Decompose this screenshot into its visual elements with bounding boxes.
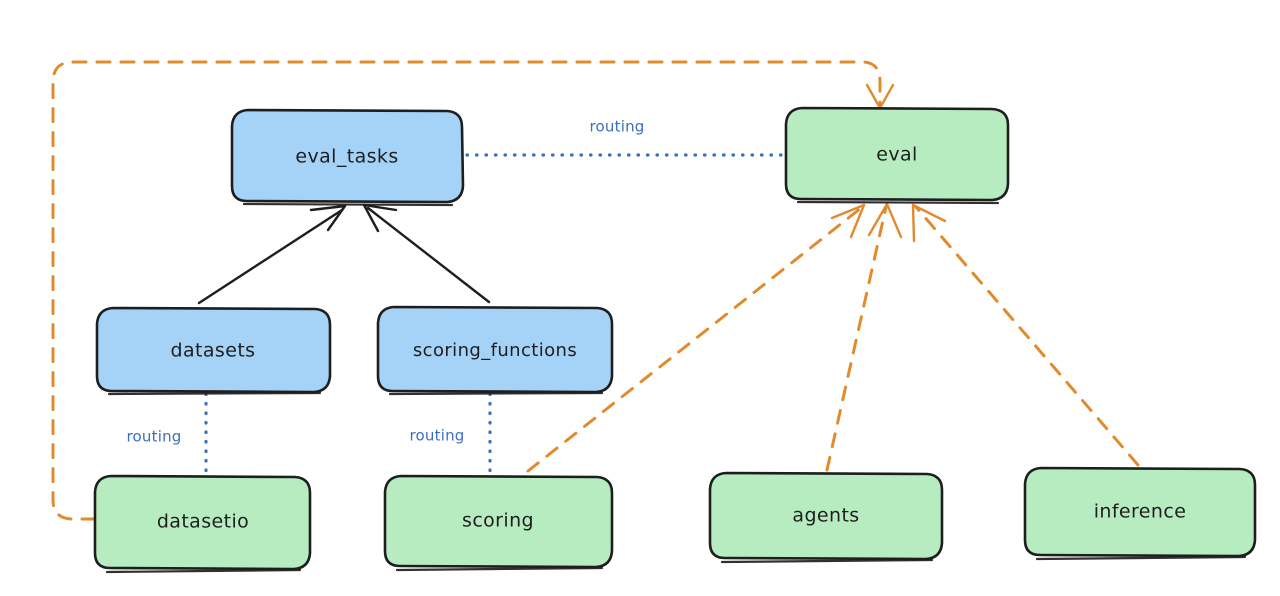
node-inference[interactable]: inference	[1023, 466, 1257, 561]
node-label: agents	[792, 505, 859, 527]
edge-inference-to-eval	[911, 203, 1140, 467]
node-label: scoring_functions	[413, 340, 577, 361]
node-label: inference	[1094, 501, 1187, 523]
node-eval[interactable]: eval	[784, 106, 1010, 205]
edge-scoring-functions-to-eval-tasks	[362, 203, 491, 304]
node-scoring[interactable]: scoring	[383, 474, 614, 572]
edge-layer	[51, 60, 1140, 521]
node-agents[interactable]: agents	[708, 471, 944, 564]
node-scoring-functions[interactable]: scoring_functions	[376, 305, 614, 396]
edge-datasets-to-eval-tasks	[197, 204, 347, 305]
node-label: datasets	[171, 340, 256, 362]
node-label: eval	[876, 144, 917, 166]
node-datasets[interactable]: datasets	[95, 306, 332, 396]
node-label: scoring	[462, 510, 534, 532]
edge-agents-to-eval	[825, 202, 903, 472]
node-label: eval_tasks	[295, 146, 398, 168]
edge-scoring-to-eval	[526, 203, 866, 473]
edge-label-routing-eval-tasks: routing	[590, 118, 645, 136]
edge-label-routing-scoring-functions: routing	[410, 427, 465, 445]
node-layer: eval_tasks eval datasets scoring_functio…	[93, 106, 1257, 574]
edge-label-routing-datasets: routing	[127, 428, 182, 446]
edge-label-layer: routing routing routing	[127, 118, 645, 446]
node-datasetio[interactable]: datasetio	[93, 474, 312, 574]
node-eval-tasks[interactable]: eval_tasks	[230, 108, 465, 207]
node-label: datasetio	[157, 511, 249, 533]
